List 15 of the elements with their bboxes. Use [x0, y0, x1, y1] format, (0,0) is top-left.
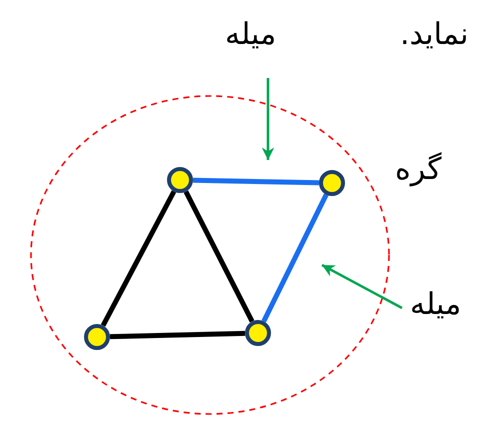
joint-circle: [84, 324, 110, 350]
truss-bar: [262, 194, 328, 322]
joint-circle: [319, 170, 345, 196]
truss-bar: [110, 330, 246, 340]
part-label: میله: [225, 20, 276, 50]
part-label: میله: [410, 290, 462, 320]
truss-bar: [100, 190, 176, 327]
truss-bar: [184, 190, 254, 323]
boundary-circle: [30, 95, 390, 415]
leader-arrow: [321, 264, 403, 310]
joint-circle: [167, 167, 193, 193]
truss-bar: [192, 178, 320, 186]
text-label: نماید.: [400, 20, 468, 50]
joint-circle: [245, 320, 271, 346]
leader-arrow: [262, 78, 274, 160]
